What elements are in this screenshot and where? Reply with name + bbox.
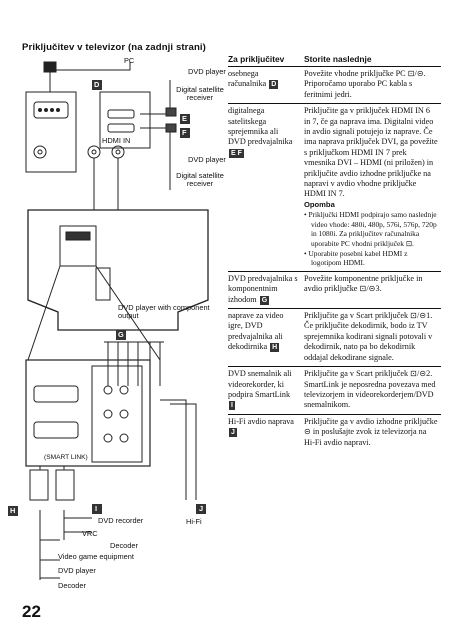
hdmi-port-block bbox=[99, 91, 151, 149]
label-digital-satellite-top: Digital satellite receiver bbox=[176, 85, 224, 103]
label-video-game: Video game equipment bbox=[58, 552, 134, 561]
diagram-tag-d: D bbox=[94, 80, 100, 89]
row-component-instructions: Povežite komponentne priključke in avdio… bbox=[301, 271, 441, 310]
note-bullet-2: • Uporabite posebni kabel HDMI z logotip… bbox=[304, 248, 408, 268]
scart-panel bbox=[25, 359, 151, 467]
row-scart1-device: naprave za video igre, DVD predvajalnika… bbox=[228, 308, 301, 368]
diagram-tag-e: E bbox=[182, 114, 187, 123]
label-dvd-player-mid: DVD player bbox=[188, 155, 226, 164]
label-dvd-recorder: DVD recorder bbox=[98, 516, 144, 525]
tv-rear bbox=[27, 209, 209, 331]
label-vcr: VRC bbox=[82, 529, 98, 538]
row-hifi-instructions: Priključite ga v avdio izhodne priključk… bbox=[304, 416, 438, 447]
row-hifi-device: Hi-Fi avdio naprava J bbox=[228, 416, 294, 438]
page-heading: Priključitev v televizor (na zadnji stra… bbox=[22, 42, 206, 53]
note-bullet-1: • Priključki HDMI podpirajo samo nasledn… bbox=[304, 210, 437, 249]
diagram-tag-f: F bbox=[182, 128, 187, 137]
diagram-tag-g: G bbox=[118, 330, 124, 339]
row-component-device: DVD predvajalnika s komponentnim izhodom… bbox=[228, 271, 301, 310]
table-row: osebnega računalnika D Povežite vhodne p… bbox=[228, 66, 441, 105]
connection-diagram bbox=[8, 61, 209, 580]
label-hifi: Hi-Fi bbox=[186, 517, 202, 526]
tag-g: G bbox=[259, 295, 270, 305]
label-hdmi-in: HDMI IN bbox=[102, 136, 131, 145]
tag-j: J bbox=[229, 428, 237, 438]
row-pc-device: osebnega računalnika D bbox=[228, 66, 301, 105]
connection-table: Za priključitev Storite naslednje osebne… bbox=[228, 54, 441, 451]
label-pc: PC bbox=[124, 56, 135, 65]
label-digital-satellite-mid: Digital satellite receiver bbox=[176, 171, 224, 189]
tag-d: D bbox=[269, 80, 279, 90]
tag-h: H bbox=[270, 343, 280, 353]
table-row: Hi-Fi avdio naprava J Priključite ga v a… bbox=[228, 414, 441, 451]
row-scart1-instructions: Priključite ga v Scart priključek ⊡/⊝1. … bbox=[301, 308, 441, 368]
diagram-tag-j: J bbox=[199, 504, 204, 513]
page-number: 22 bbox=[22, 602, 41, 621]
diagram-tag-h: H bbox=[10, 506, 16, 515]
table-row: DVD predvajalnika s komponentnim izhodom… bbox=[228, 271, 441, 310]
table-row: DVD snemalnik ali videorekorder, ki podp… bbox=[228, 366, 441, 415]
diagram-tag-i: I bbox=[95, 504, 98, 513]
note-title: Opomba bbox=[304, 199, 335, 209]
row-hdmi-instructions: Priključite ga v priključek HDMI IN 6 in… bbox=[301, 103, 441, 272]
label-dvd-player-bottom: DVD player bbox=[58, 566, 96, 575]
row-hdmi-device: digitalnega satelitskega sprejemnika ali… bbox=[228, 103, 301, 272]
row-scart2-device: DVD snemalnik ali videorekorder, ki podp… bbox=[228, 366, 301, 415]
label-decoder-mid: Decoder bbox=[110, 541, 138, 550]
tag-i: I bbox=[229, 401, 235, 411]
row-pc-instructions: Povežite vhodne priključke PC ⊡/⊝. Pripo… bbox=[301, 66, 441, 105]
label-dvd-player-top: DVD player bbox=[188, 67, 226, 76]
label-decoder-bottom: Decoder bbox=[58, 581, 86, 590]
table-header-row: Za priključitev Storite naslednje bbox=[228, 54, 441, 67]
col-header-action: Storite naslednje bbox=[301, 54, 441, 67]
table-row: digitalnega satelitskega sprejemnika ali… bbox=[228, 103, 441, 272]
label-dvd-component: DVD player with component output bbox=[118, 303, 210, 321]
col-header-connect: Za priključitev bbox=[228, 54, 301, 67]
tag-ef: E F bbox=[229, 148, 244, 158]
table-row: naprave za video igre, DVD predvajalnika… bbox=[228, 308, 441, 368]
pc-port-block bbox=[25, 91, 77, 173]
label-smartlink: (SMART LINK) bbox=[44, 454, 88, 461]
row-scart2-instructions: Priključite ga v Scart priključek ⊡/⊝2. … bbox=[301, 366, 441, 415]
